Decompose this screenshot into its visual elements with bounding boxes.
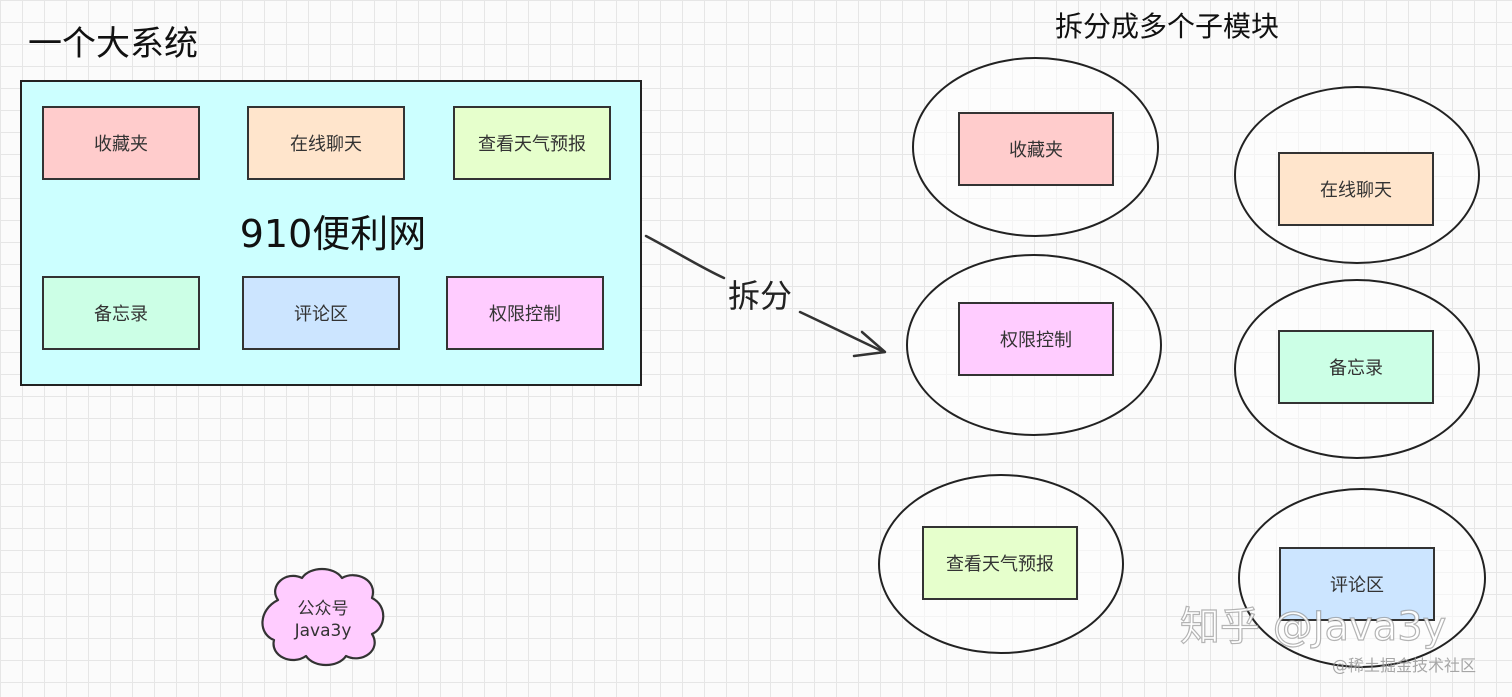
system-name: 910便利网	[239, 212, 427, 256]
submodule-chat: 在线聊天	[1278, 152, 1434, 226]
cloud-line-1: 公众号	[297, 599, 349, 619]
module-memo: 备忘录	[42, 276, 200, 350]
system-title: 一个大系统	[28, 24, 198, 64]
submodule-memo: 备忘录	[1278, 330, 1434, 404]
cloud-line-2: Java3y	[294, 621, 352, 641]
module-favorites: 收藏夹	[42, 106, 200, 180]
module-permissions: 权限控制	[446, 276, 604, 350]
submodule-ellipse	[906, 254, 1162, 436]
zhihu-watermark: 知乎 @Java3y	[1179, 603, 1447, 650]
submodule-permissions: 权限控制	[958, 302, 1114, 376]
module-weather: 查看天气预报	[453, 106, 611, 180]
module-comments: 评论区	[242, 276, 400, 350]
cloud-shape	[261, 567, 385, 667]
module-chat: 在线聊天	[247, 106, 405, 180]
submodule-favorites: 收藏夹	[958, 112, 1114, 186]
juejin-watermark: @稀土掘金技术社区	[1332, 656, 1477, 675]
submodule-comments: 评论区	[1279, 547, 1435, 621]
split-label: 拆分	[728, 277, 793, 315]
big-system-box: 收藏夹 在线聊天 查看天气预报 910便利网 备忘录 评论区 权限控制	[20, 80, 642, 386]
submodule-weather: 查看天气预报	[922, 526, 1078, 600]
split-title: 拆分成多个子模块	[1055, 10, 1280, 43]
